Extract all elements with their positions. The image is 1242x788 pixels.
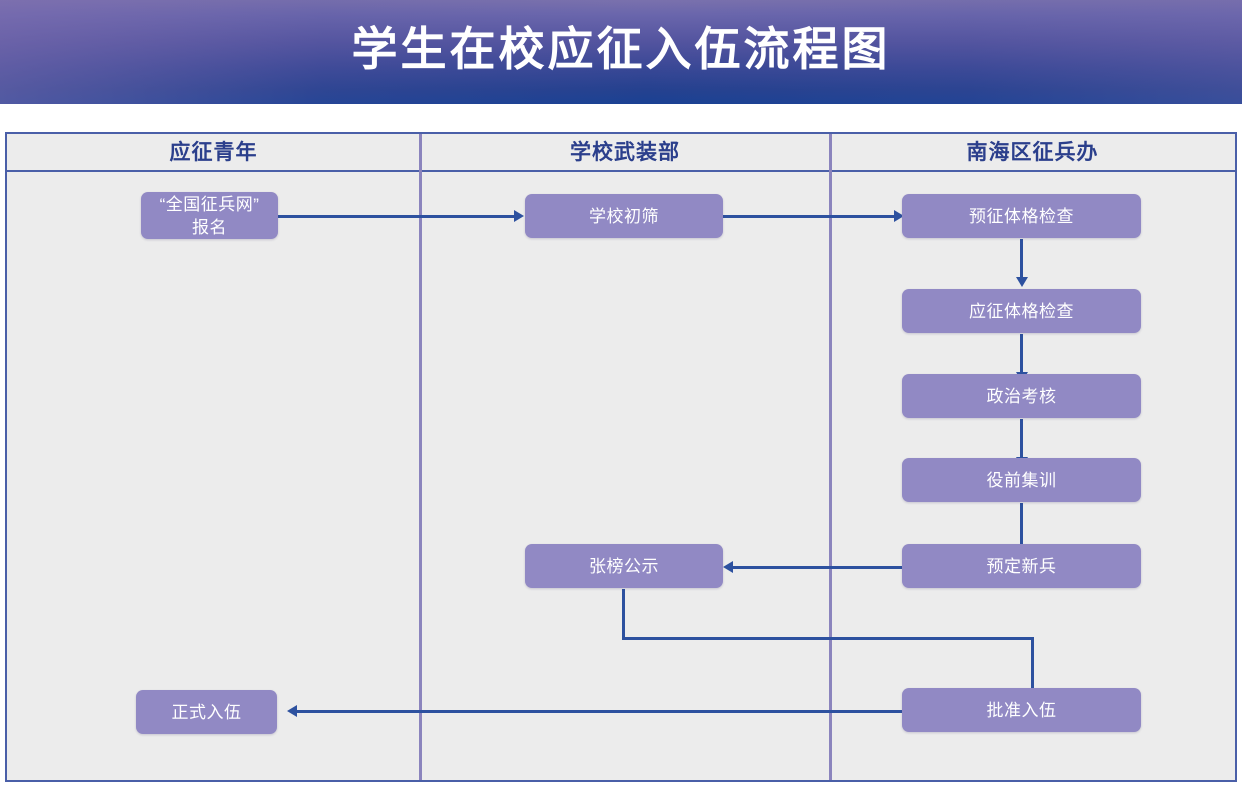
edge-register-to-school-screen-line [272, 215, 515, 218]
lane-header-row: 应征青年 学校武装部 南海区征兵办 [7, 134, 1235, 172]
lane-divider-1 [419, 134, 422, 780]
edge-planned-recruit-to-public-notice-line [733, 566, 905, 569]
edge-approved-to-enlisted-arrow [287, 705, 297, 717]
page-title: 学生在校应征入伍流程图 [351, 23, 891, 75]
edge-public-notice-to-approved-seg2 [622, 637, 1034, 640]
lane-header-nanhai-recruitment-office: 南海区征兵办 [966, 141, 1099, 164]
edge-register-to-school-screen-arrow [514, 210, 524, 222]
edge-school-screen-to-pre-physical-arrow [894, 210, 904, 222]
edge-school-screen-to-pre-physical-line [722, 215, 896, 218]
edge-public-notice-to-approved-seg3 [1031, 637, 1034, 697]
edge-planned-recruit-to-public-notice-arrow [723, 561, 733, 573]
node-enlisted[interactable]: 正式入伍 [136, 690, 277, 734]
edge-pre-training-to-planned-recruit-line [1020, 503, 1023, 552]
swimlane-table: 应征青年 学校武装部 南海区征兵办 “全国征兵网” 报名 学校初筛 预征体格检查… [5, 132, 1237, 782]
node-school-screen[interactable]: 学校初筛 [525, 194, 723, 238]
node-public-notice[interactable]: 张榜公示 [525, 544, 723, 588]
title-banner: 学生在校应征入伍流程图 [0, 0, 1242, 104]
node-political-check[interactable]: 政治考核 [902, 374, 1141, 418]
edge-political-check-to-pre-training-line [1020, 419, 1023, 459]
lane-header-applicant: 应征青年 [169, 141, 258, 164]
node-register[interactable]: “全国征兵网” 报名 [141, 192, 278, 239]
node-planned-recruit[interactable]: 预定新兵 [902, 544, 1141, 588]
edge-pre-physical-to-physical-arrow [1016, 277, 1028, 287]
node-approved[interactable]: 批准入伍 [902, 688, 1141, 732]
edge-pre-physical-to-physical-line [1020, 239, 1023, 279]
lane-divider-2 [829, 134, 832, 780]
edge-physical-to-political-check-line [1020, 334, 1023, 374]
node-physical[interactable]: 应征体格检查 [902, 289, 1141, 333]
lane-header-school-armed-dept: 学校武装部 [570, 141, 680, 164]
node-pre-physical[interactable]: 预征体格检查 [902, 194, 1141, 238]
edge-public-notice-to-approved-seg1 [622, 589, 625, 639]
node-pre-training[interactable]: 役前集训 [902, 458, 1141, 502]
edge-approved-to-enlisted-line [297, 710, 905, 713]
